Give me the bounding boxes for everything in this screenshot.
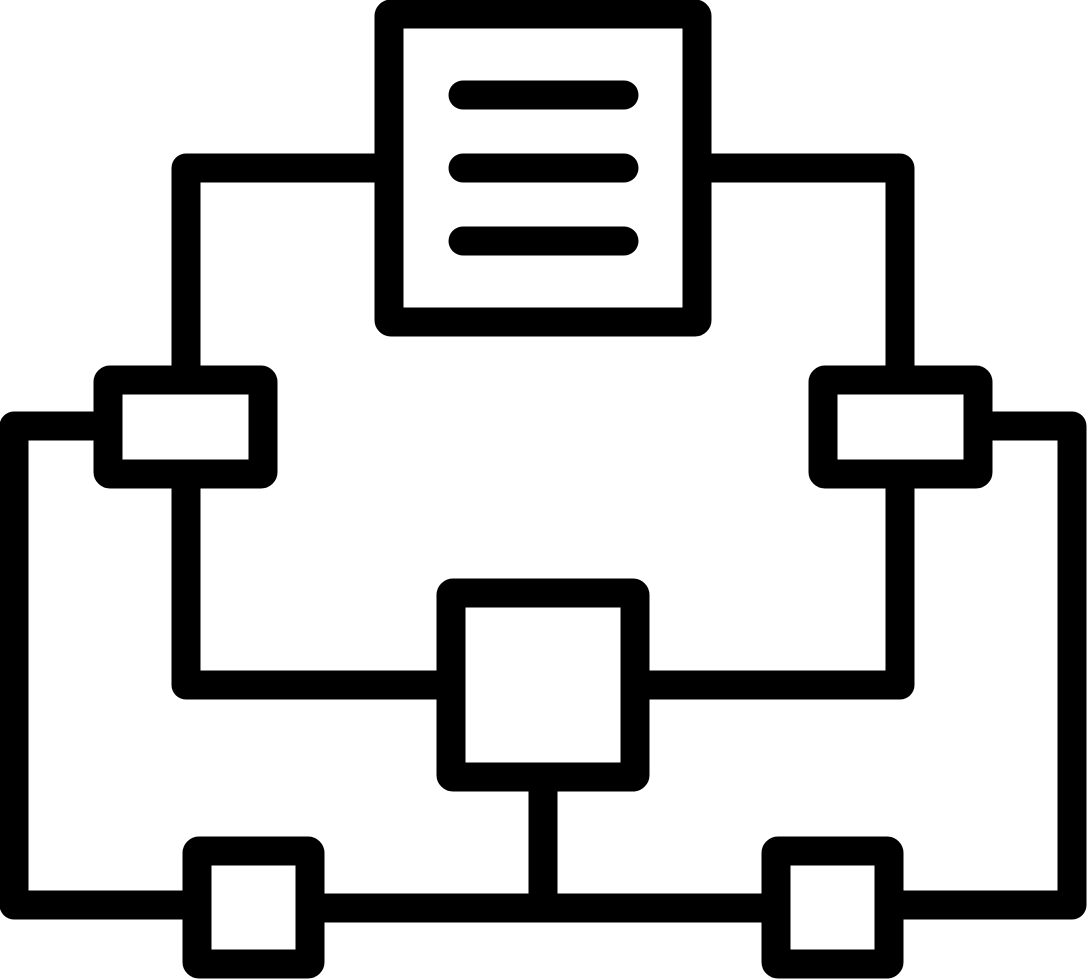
center-process-node [436,578,650,792]
line-outer-left [0,411,212,920]
line-document-to-right-connector [682,153,915,395]
line-right-connector-to-center [620,459,915,700]
bottom-right-node [761,836,904,979]
line-left-connector-to-center [171,459,466,700]
bottom-left-node [182,836,325,979]
right-connector-node [808,365,993,489]
line-outer-right [874,411,1087,920]
document-node [374,0,712,337]
left-connector-node [93,365,278,489]
line-document-to-left-connector [171,153,404,395]
